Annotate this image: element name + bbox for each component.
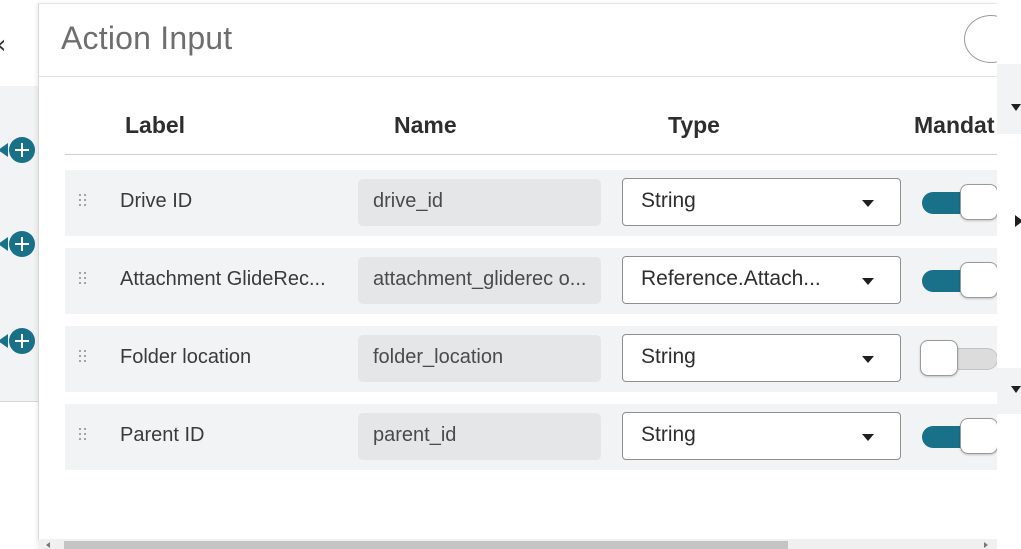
add-step-button-3[interactable] xyxy=(0,326,36,356)
name-field[interactable]: parent_id xyxy=(358,413,601,460)
right-section-header-2 xyxy=(997,368,1021,414)
row-label: Drive ID xyxy=(120,190,193,212)
drag-handle-icon[interactable] xyxy=(79,428,89,444)
scroll-left-icon[interactable] xyxy=(46,542,50,548)
chevron-left-icon[interactable]: ‹ xyxy=(0,30,12,60)
action-input-panel: Action Input Label Name Type Mandat Driv… xyxy=(38,3,1018,549)
type-select-value: String xyxy=(641,345,696,368)
mandatory-toggle[interactable] xyxy=(922,261,998,299)
caret-down-icon xyxy=(862,356,874,363)
type-select[interactable]: String xyxy=(622,334,901,382)
name-field[interactable]: drive_id xyxy=(358,179,601,226)
row-label: Parent ID xyxy=(120,424,205,446)
caret-right-icon[interactable] xyxy=(1015,215,1021,227)
mandatory-toggle[interactable] xyxy=(922,183,998,221)
right-panel-strip xyxy=(997,0,1021,549)
table-row: Attachment GlideRec... attachment_glider… xyxy=(65,248,998,314)
table-row: Folder location folder_location String xyxy=(65,326,998,392)
scrollbar-thumb[interactable] xyxy=(64,541,788,549)
row-label: Folder location xyxy=(120,346,252,368)
toggle-knob xyxy=(920,340,958,376)
drag-handle-icon[interactable] xyxy=(79,350,89,366)
mandatory-toggle[interactable] xyxy=(920,339,998,377)
add-step-button-1[interactable] xyxy=(0,135,36,165)
right-section-header xyxy=(997,64,1021,134)
caret-down-icon xyxy=(862,434,874,441)
caret-down-icon xyxy=(862,200,874,207)
horizontal-scrollbar[interactable] xyxy=(38,539,997,549)
drag-handle-icon[interactable] xyxy=(79,272,89,288)
toggle-knob xyxy=(960,262,998,298)
left-flow-strip: ‹ xyxy=(0,0,38,549)
type-select[interactable]: String xyxy=(622,178,901,226)
toggle-knob xyxy=(960,418,998,454)
plus-circle-icon xyxy=(0,231,35,257)
row-label: Attachment GlideRec... xyxy=(120,268,326,290)
table-row: Parent ID parent_id String xyxy=(65,404,998,470)
add-step-button-2[interactable] xyxy=(0,229,36,259)
plus-circle-icon xyxy=(0,328,35,354)
type-select-value: String xyxy=(641,189,696,212)
panel-header: Action Input xyxy=(39,4,1018,77)
mandatory-toggle[interactable] xyxy=(922,417,998,455)
column-header-type: Type xyxy=(668,112,720,138)
caret-down-icon[interactable] xyxy=(1011,104,1021,111)
page-title: Action Input xyxy=(61,20,233,56)
toggle-knob xyxy=(960,184,998,220)
type-select-value: Reference.Attach... xyxy=(641,267,821,290)
table-row: Drive ID drive_id String xyxy=(65,170,998,236)
type-select[interactable]: String xyxy=(622,412,901,460)
column-header-mandatory: Mandat xyxy=(914,112,995,138)
plus-circle-icon xyxy=(0,137,35,163)
type-select-value: String xyxy=(641,423,696,446)
column-header-name: Name xyxy=(394,112,457,138)
name-field[interactable]: attachment_gliderec o... xyxy=(358,257,601,304)
scroll-right-icon[interactable] xyxy=(984,542,988,548)
drag-handle-icon[interactable] xyxy=(79,194,89,210)
caret-down-icon[interactable] xyxy=(1011,386,1021,393)
name-field[interactable]: folder_location xyxy=(358,335,601,382)
type-select[interactable]: Reference.Attach... xyxy=(622,256,901,304)
column-header-label: Label xyxy=(125,112,186,138)
table-header: Label Name Type Mandat xyxy=(65,100,998,155)
caret-down-icon xyxy=(862,278,874,285)
